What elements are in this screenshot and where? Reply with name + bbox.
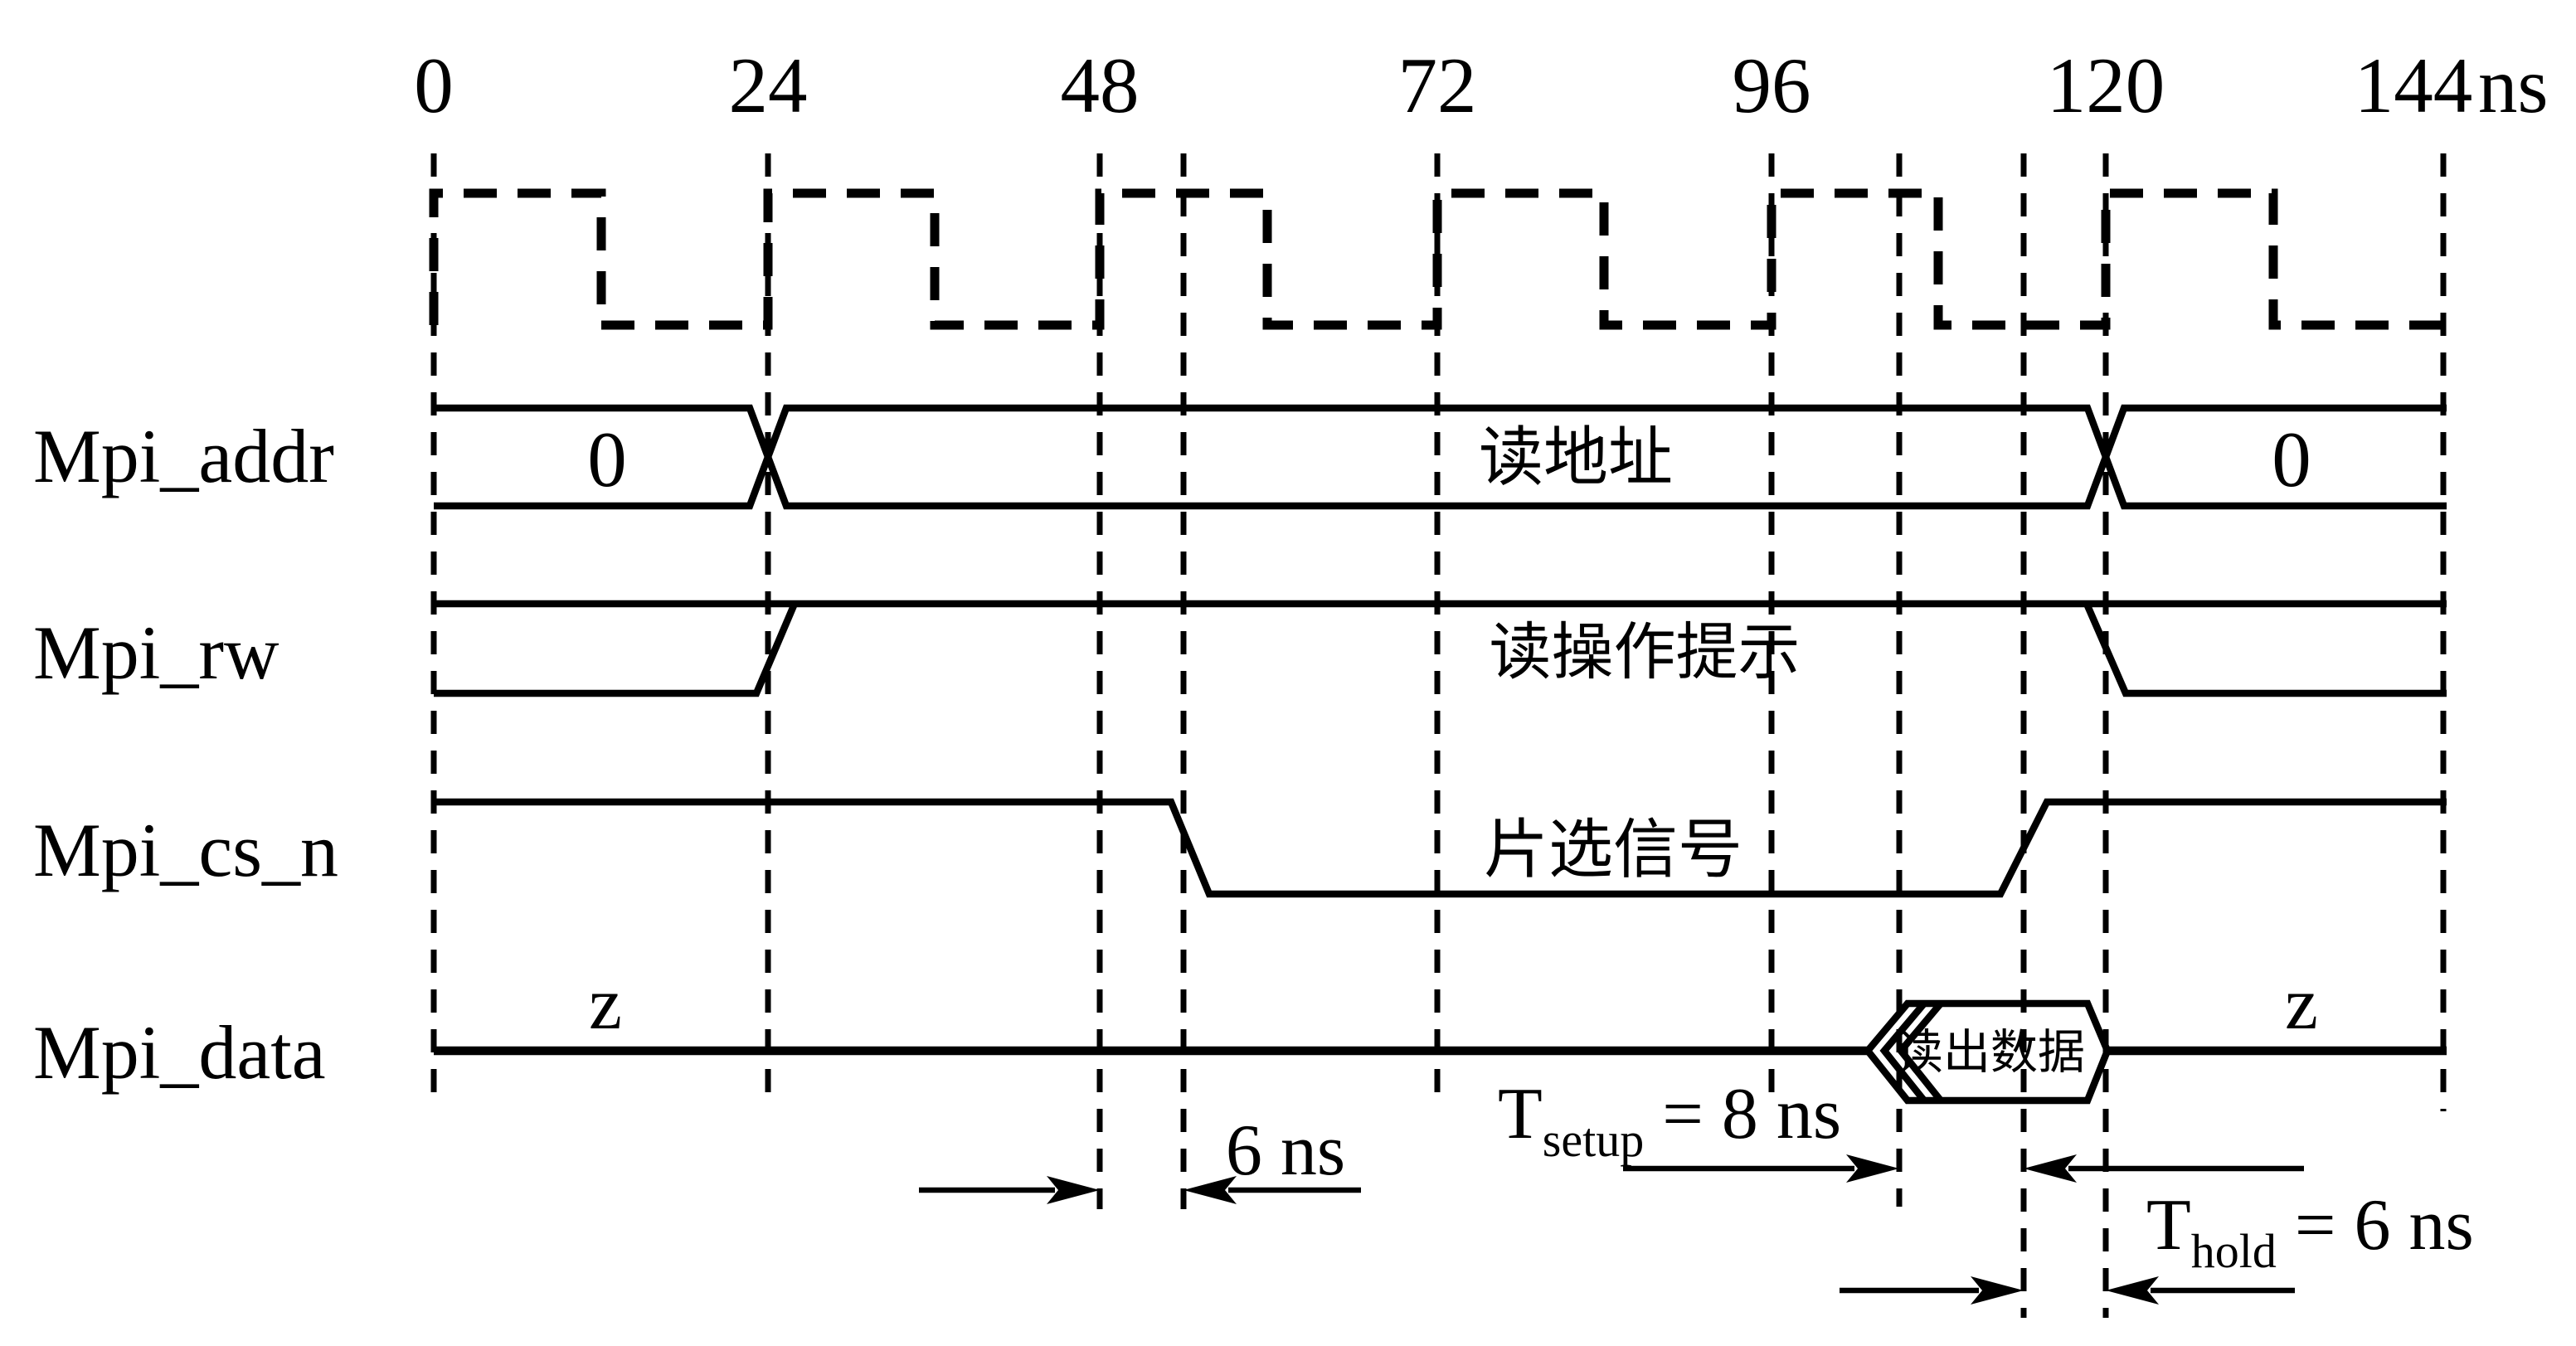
tick-label-96: 96 <box>1733 41 1811 129</box>
measure-cs-delay: 6 ns <box>919 1110 1361 1204</box>
data-burst-chevron-2 <box>1879 1001 1927 1103</box>
setup-arrow-right-head <box>1846 1154 1899 1183</box>
time-axis: 0 24 48 72 96 120 144 ns <box>414 41 2548 129</box>
tick-label-144: 144 <box>2355 41 2473 129</box>
tick-label-120: 120 <box>2047 41 2165 129</box>
rw-caption: 读操作提示 <box>1489 619 1800 688</box>
hold-arrow-right-head <box>1971 1276 2024 1305</box>
tick-label-24: 24 <box>729 41 808 129</box>
addr-value-read-address: 读地址 <box>1479 421 1673 493</box>
gridlines <box>430 153 2447 1318</box>
signal-labels: Mpi_addr Mpi_rw Mpi_cs_n Mpi_data <box>33 414 338 1095</box>
cs-delay-arrow-right-head <box>1047 1176 1100 1204</box>
data-burst-chevron-3 <box>1896 1001 1944 1103</box>
signal-row-data: z 读出数据 z <box>434 963 2447 1105</box>
data-z-label-right: z <box>2285 963 2318 1045</box>
setup-label: Tsetup = 8 ns <box>1498 1074 1841 1167</box>
addr-value-left: 0 <box>587 415 627 503</box>
signal-row-addr: 0 读地址 0 <box>434 404 2447 510</box>
cs-delay-label: 6 ns <box>1226 1110 1345 1191</box>
measure-setup: Tsetup = 8 ns <box>1498 1074 2304 1183</box>
signal-row-rw: 读操作提示 <box>434 600 2447 697</box>
signal-row-cs: 片选信号 <box>434 798 2447 898</box>
axis-unit-label: ns <box>2478 41 2548 129</box>
setup-arrow-left-head <box>2024 1154 2077 1183</box>
signal-label-rw: Mpi_rw <box>33 610 279 695</box>
clock-waveform <box>429 188 2447 330</box>
measure-hold: Thold = 6 ns <box>1840 1185 2474 1305</box>
signal-label-data: Mpi_data <box>33 1010 326 1095</box>
cs-waveform <box>434 798 2447 898</box>
tick-label-48: 48 <box>1061 41 1140 129</box>
hold-label-sym: T <box>2146 1185 2191 1266</box>
tick-label-72: 72 <box>1398 41 1477 129</box>
hold-label: Thold = 6 ns <box>2146 1185 2474 1278</box>
rw-low-segment-left <box>434 602 798 697</box>
data-z-label-left: z <box>589 963 622 1045</box>
cs-delay-arrow-left-head <box>1184 1176 1237 1204</box>
addr-bus-rail-b <box>434 404 2447 510</box>
signal-label-cs: Mpi_cs_n <box>33 808 338 892</box>
tick-label-0: 0 <box>414 41 454 129</box>
setup-label-value: = 8 ns <box>1644 1074 1841 1154</box>
addr-bus-rail-a <box>434 404 2447 510</box>
addr-value-right: 0 <box>2272 415 2311 503</box>
hold-label-value: = 6 ns <box>2277 1185 2474 1266</box>
hold-arrow-left-head <box>2106 1276 2159 1305</box>
setup-label-sym: T <box>1498 1074 1543 1154</box>
rw-low-segment-right <box>2083 602 2447 697</box>
hold-label-sub: hold <box>2191 1224 2277 1278</box>
setup-label-sub: setup <box>1543 1113 1644 1167</box>
data-burst-label: 读出数据 <box>1896 1027 2085 1079</box>
signal-label-addr: Mpi_addr <box>33 414 334 498</box>
cs-caption: 片选信号 <box>1484 814 1742 886</box>
